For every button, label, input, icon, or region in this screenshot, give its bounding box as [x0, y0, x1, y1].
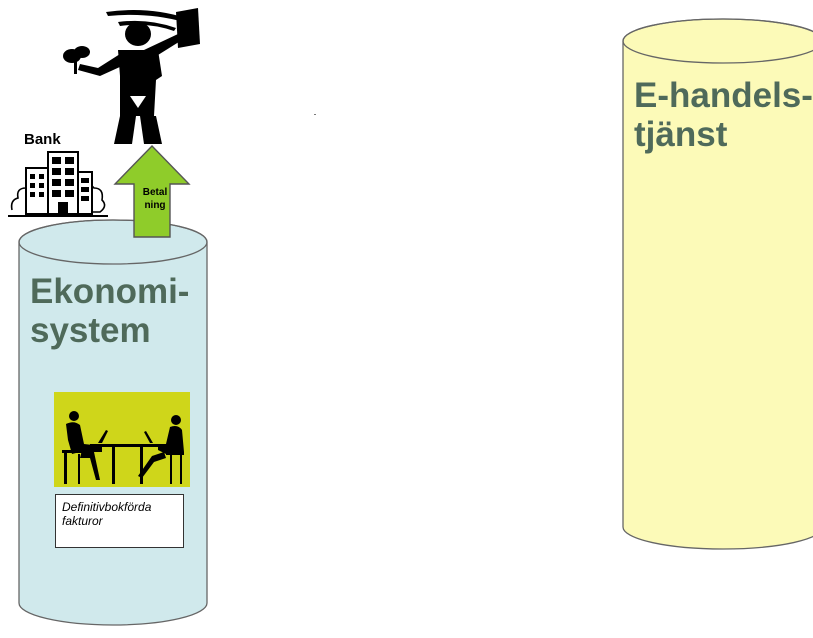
ecommerce-service-title: E-handels- tjänst [634, 76, 813, 154]
ecommerce-service-cylinder [622, 18, 813, 550]
economy-system-title: Ekonomi- system [30, 272, 190, 350]
payment-arrow-label: Betal ning [142, 187, 168, 211]
person-with-paper-icon [63, 8, 200, 144]
bank-label: Bank [24, 131, 61, 148]
stray-dot [314, 114, 316, 115]
ecommerce-cylinder-top [622, 18, 813, 64]
payment-arrow [113, 144, 191, 238]
meeting-silhouette-photo [54, 392, 190, 487]
definitive-invoices-box: Definitivbokförda fakturor [55, 494, 184, 548]
economy-cylinder-top [18, 219, 208, 265]
bank-building-icon [8, 151, 108, 217]
